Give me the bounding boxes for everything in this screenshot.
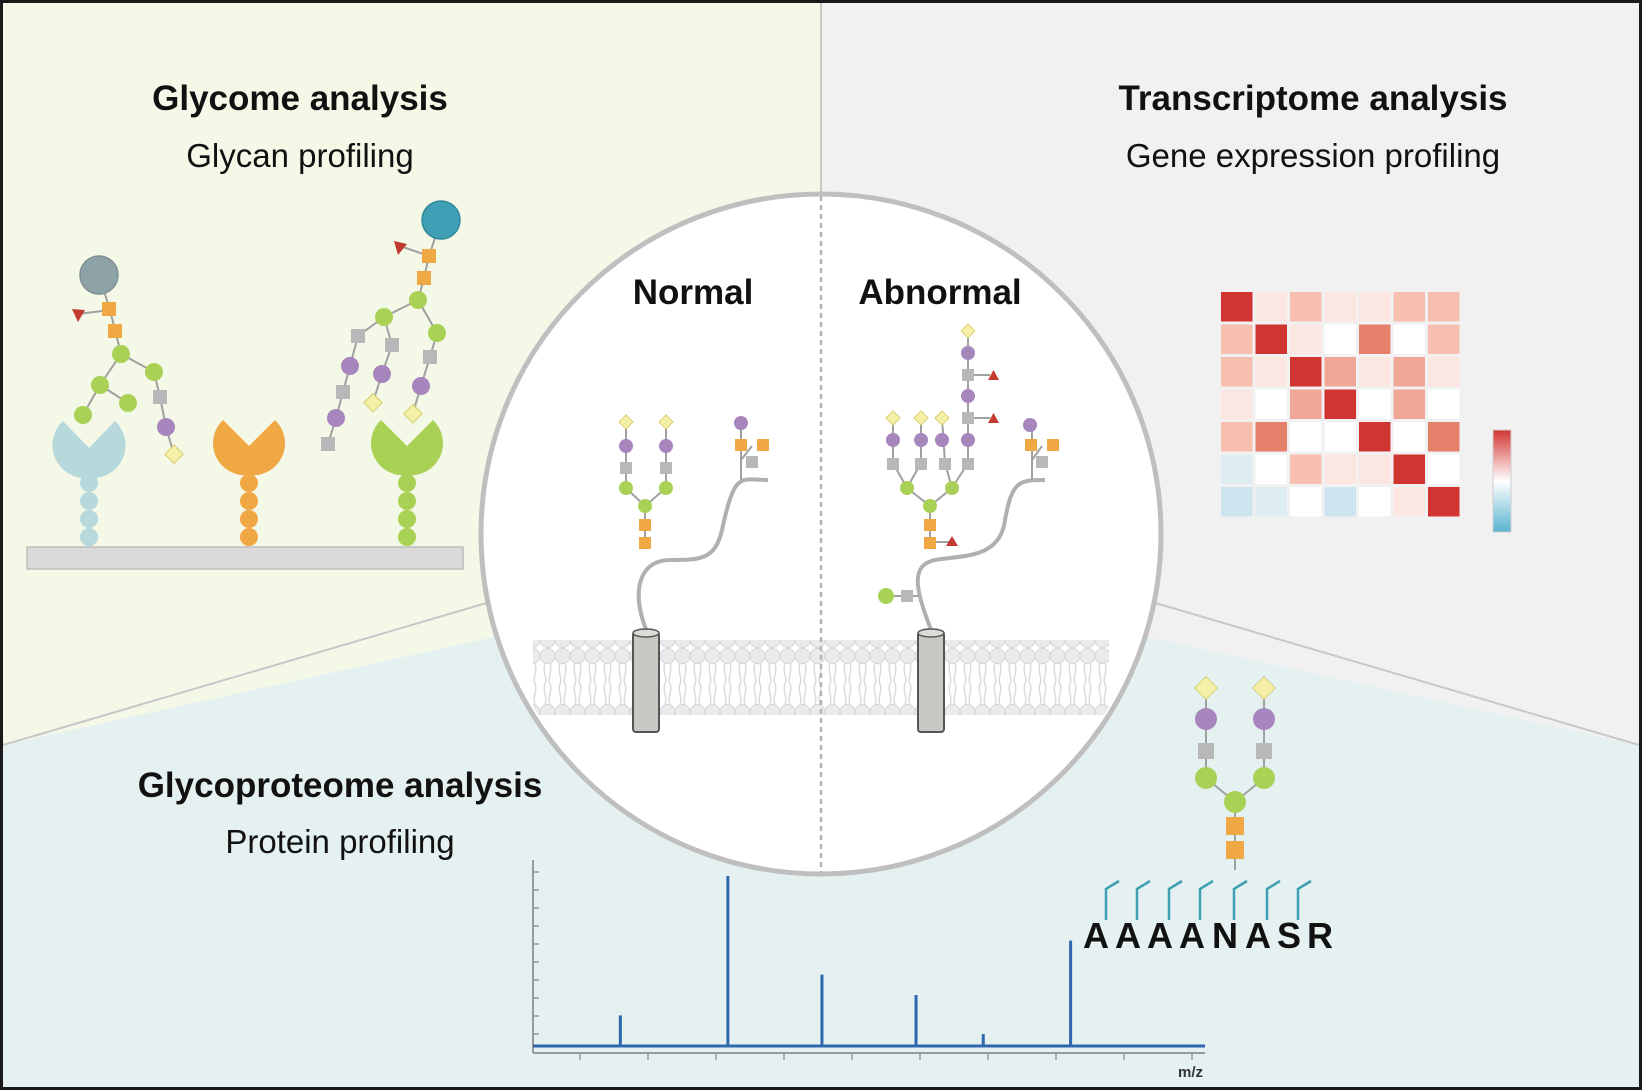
heatmap-cell — [1324, 422, 1356, 452]
heatmap-cell — [1359, 357, 1391, 387]
heatmap-cell — [1324, 389, 1356, 419]
heatmap-cell — [1393, 324, 1425, 354]
heatmap-cell — [1255, 454, 1287, 484]
heatmap-cell — [1221, 357, 1253, 387]
heatmap-cell — [1428, 357, 1460, 387]
heatmap-cell — [1324, 487, 1356, 517]
spectrum-x-label: m/z — [1178, 1064, 1203, 1081]
lectin-array — [26, 420, 464, 570]
spectrum-x-ticks — [579, 1053, 1193, 1060]
transmembrane-domain — [632, 631, 660, 733]
heatmap-color-scale — [1492, 429, 1512, 533]
peptide-letter: A — [1115, 915, 1141, 956]
heatmap-cell — [1290, 422, 1322, 452]
heatmap-cell — [1255, 324, 1287, 354]
peptide-letter: A — [1179, 915, 1205, 956]
peptide-sequence: A A A A N A S R — [1083, 915, 1333, 956]
heatmap-cell — [1393, 357, 1425, 387]
heatmap-cell — [1324, 454, 1356, 484]
lectin-3 — [370, 420, 444, 546]
heatmap-cell — [1359, 487, 1391, 517]
heatmap-cell — [1290, 357, 1322, 387]
panel-divider-left — [2, 601, 491, 746]
glycome-subtitle: Glycan profiling — [186, 137, 413, 174]
heatmap-cell — [1221, 292, 1253, 322]
glycopeptide-glycan — [1193, 675, 1277, 870]
heatmap-cell — [1255, 389, 1287, 419]
abnormal-glycoprotein — [878, 323, 1059, 733]
glycoproteome-subtitle: Protein profiling — [225, 823, 454, 860]
heatmap-cell — [1290, 454, 1322, 484]
abnormal-label: Abnormal — [858, 273, 1021, 312]
array-slide — [26, 546, 464, 570]
bound-glycan-1 — [72, 255, 184, 465]
peptide-letter: R — [1307, 915, 1333, 956]
bound-glycan-2 — [321, 200, 461, 451]
heatmap-cell — [1393, 487, 1425, 517]
heatmap-cell — [1393, 422, 1425, 452]
heatmap-cell — [1221, 422, 1253, 452]
heatmap-cell — [1290, 292, 1322, 322]
heatmap-cell — [1393, 292, 1425, 322]
lectin-2 — [212, 420, 286, 546]
heatmap-cell — [1221, 487, 1253, 517]
heatmap-cell — [1428, 454, 1460, 484]
heatmap-cell — [1255, 487, 1287, 517]
heatmap-cell — [1221, 324, 1253, 354]
heatmap-cell — [1290, 487, 1322, 517]
heatmap-cell — [1393, 389, 1425, 419]
heatmap-cell — [1290, 389, 1322, 419]
peptide-letter: N — [1212, 915, 1238, 956]
heatmap-cell — [1359, 422, 1391, 452]
heatmap-cell — [1221, 454, 1253, 484]
heatmap-cell — [1324, 324, 1356, 354]
peptide-letter: A — [1083, 915, 1109, 956]
heatmap-cell — [1428, 487, 1460, 517]
heatmap-cell — [1393, 454, 1425, 484]
spectrum-peaks — [618, 876, 1073, 1046]
heatmap-cell — [1290, 324, 1322, 354]
heatmap-cell — [1359, 292, 1391, 322]
heatmap-cell — [1428, 324, 1460, 354]
heatmap-cell — [1359, 389, 1391, 419]
fragment-brackets — [1104, 879, 1312, 920]
heatmap-cell — [1324, 357, 1356, 387]
peptide-letter: A — [1245, 915, 1271, 956]
heatmap-cell — [1255, 357, 1287, 387]
heatmap-cell — [1324, 292, 1356, 322]
normal-label: Normal — [633, 273, 754, 312]
heatmap-cell — [1428, 292, 1460, 322]
heatmap-cell — [1255, 422, 1287, 452]
spectrum-y-ticks — [533, 871, 539, 1035]
transcriptome-title: Transcriptome analysis — [1118, 79, 1507, 118]
heatmap-cell — [1428, 389, 1460, 419]
normal-glycoprotein — [618, 414, 769, 733]
heatmap-cell — [1359, 454, 1391, 484]
mass-spectrum: m/z — [532, 860, 1205, 1081]
peptide-letter: A — [1147, 915, 1173, 956]
peptide-letter: S — [1277, 915, 1301, 956]
transcriptome-subtitle: Gene expression profiling — [1126, 137, 1500, 174]
heatmap-cell — [1359, 324, 1391, 354]
transmembrane-domain — [917, 631, 945, 733]
heatmap-cell — [1428, 422, 1460, 452]
heatmap-cell — [1221, 389, 1253, 419]
panel-divider-right — [1151, 601, 1640, 746]
heatmap-cell — [1255, 292, 1287, 322]
glycoproteome-title: Glycoproteome analysis — [138, 766, 543, 805]
expression-heatmap — [1221, 292, 1460, 517]
glycome-title: Glycome analysis — [152, 79, 448, 118]
lectin-1 — [52, 421, 126, 546]
